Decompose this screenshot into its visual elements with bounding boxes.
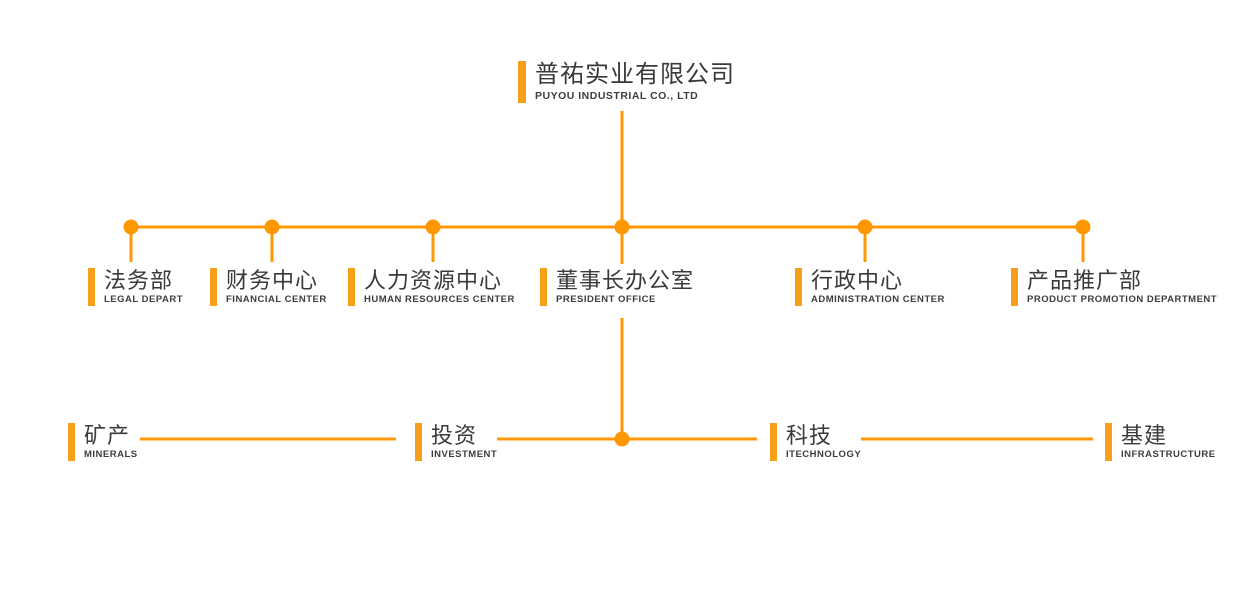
dept-node-product: 产品推广部 PRODUCT PROMOTION DEPARTMENT [1011, 268, 1218, 306]
accent-bar [68, 423, 75, 461]
dept-node-president: 董事长办公室 PRESIDENT OFFICE [540, 268, 695, 306]
junction-dot-admin [857, 219, 873, 235]
accent-bar [210, 268, 217, 306]
dept-name-zh: 董事长办公室 [556, 268, 695, 293]
division-name-zh: 投资 [431, 423, 478, 448]
dept-name-zh: 法务部 [104, 268, 174, 293]
junction-dot-product [1075, 219, 1091, 235]
junction-dot-divisions [614, 431, 630, 447]
division-name-en: INVESTMENT [431, 449, 498, 460]
accent-bar [1011, 268, 1018, 306]
accent-bar [1105, 423, 1112, 461]
dept-name-zh: 人力资源中心 [364, 268, 503, 293]
division-name-en: MINERALS [84, 449, 138, 460]
division-name-en: ITECHNOLOGY [786, 449, 862, 460]
accent-bar [795, 268, 802, 306]
dept-name-en: PRODUCT PROMOTION DEPARTMENT [1027, 294, 1218, 305]
company-name-en: PUYOU INDUSTRIAL CO., LTD [535, 90, 699, 102]
accent-bar [415, 423, 422, 461]
company-name-zh: 普祐实业有限公司 [535, 61, 735, 88]
dept-name-en: LEGAL DEPART [104, 294, 184, 305]
division-name-zh: 科技 [786, 423, 833, 448]
dept-node-legal: 法务部 LEGAL DEPART [88, 268, 184, 306]
junction-dot-legal [123, 219, 139, 235]
dept-node-admin: 行政中心 ADMINISTRATION CENTER [795, 268, 945, 306]
division-node-investment: 投资 INVESTMENT [415, 423, 498, 461]
accent-bar [348, 268, 355, 306]
dept-name-zh: 行政中心 [811, 268, 904, 293]
division-name-zh: 矿产 [84, 423, 131, 448]
dept-name-zh: 财务中心 [226, 268, 319, 293]
junction-dot-financial [264, 219, 280, 235]
org-root-node: 普祐实业有限公司 PUYOU INDUSTRIAL CO., LTD [518, 61, 735, 103]
dept-name-en: PRESIDENT OFFICE [556, 294, 656, 305]
division-node-technology: 科技 ITECHNOLOGY [770, 423, 862, 461]
junction-dot-president [614, 219, 630, 235]
dept-name-en: HUMAN RESOURCES CENTER [364, 294, 515, 305]
dept-name-zh: 产品推广部 [1027, 268, 1143, 293]
dept-name-en: ADMINISTRATION CENTER [811, 294, 945, 305]
dept-name-en: FINANCIAL CENTER [226, 294, 327, 305]
accent-bar [518, 61, 526, 103]
accent-bar [540, 268, 547, 306]
division-name-zh: 基建 [1121, 423, 1168, 448]
junction-dot-hr [425, 219, 441, 235]
division-name-en: INFRASTRUCTURE [1121, 449, 1216, 460]
accent-bar [88, 268, 95, 306]
accent-bar [770, 423, 777, 461]
dept-node-hr: 人力资源中心 HUMAN RESOURCES CENTER [348, 268, 515, 306]
division-node-minerals: 矿产 MINERALS [68, 423, 138, 461]
division-node-infrastructure: 基建 INFRASTRUCTURE [1105, 423, 1216, 461]
dept-node-financial: 财务中心 FINANCIAL CENTER [210, 268, 327, 306]
